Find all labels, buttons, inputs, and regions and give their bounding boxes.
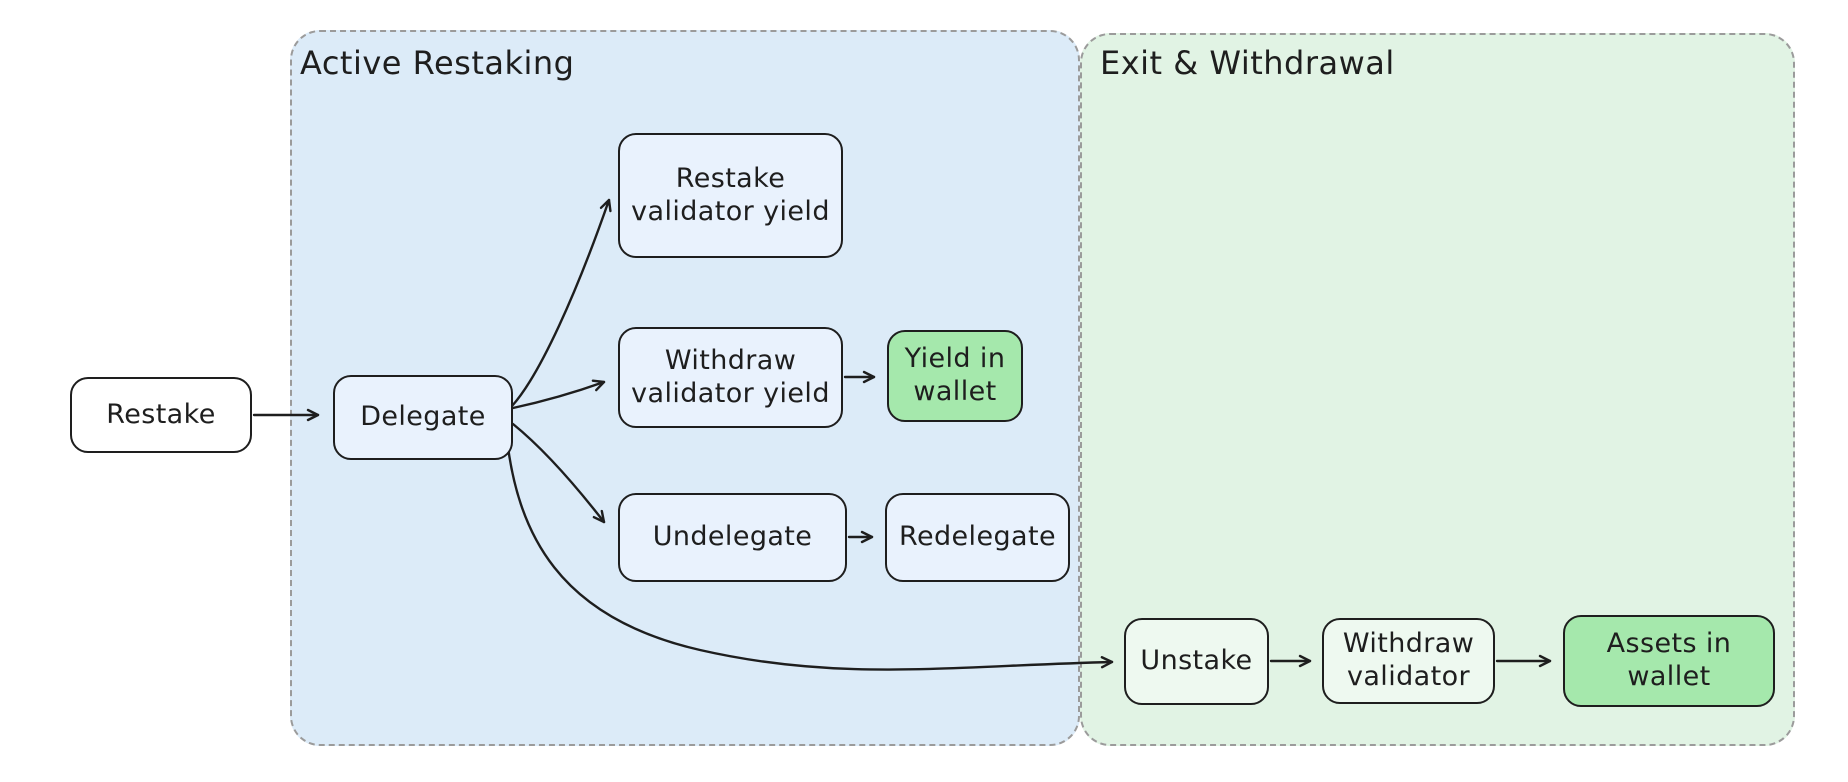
node-redelegate: Redelegate bbox=[885, 493, 1070, 582]
node-unstake: Unstake bbox=[1124, 618, 1269, 705]
node-delegate: Delegate bbox=[333, 375, 513, 460]
node-withdraw-validator: Withdraw validator bbox=[1322, 618, 1495, 704]
node-undelegate-label: Undelegate bbox=[652, 521, 813, 553]
node-restake: Restake bbox=[70, 377, 252, 453]
node-restake-validator-yield: Restake validator yield bbox=[618, 133, 843, 258]
node-assets-in-wallet: Assets in wallet bbox=[1563, 615, 1775, 707]
node-unstake-label: Unstake bbox=[1140, 645, 1253, 677]
section-label-exit-withdrawal: Exit & Withdrawal bbox=[1100, 44, 1395, 82]
node-withdraw-validator-yield: Withdraw validator yield bbox=[618, 327, 843, 428]
node-yield-in-wallet: Yield in wallet bbox=[887, 330, 1023, 422]
node-withdraw-validator-label: Withdraw validator bbox=[1342, 628, 1475, 692]
node-undelegate: Undelegate bbox=[618, 493, 847, 582]
node-withdraw-validator-yield-label: Withdraw validator yield bbox=[631, 344, 830, 409]
node-delegate-label: Delegate bbox=[360, 401, 486, 433]
node-yield-in-wallet-label: Yield in wallet bbox=[904, 343, 1006, 407]
node-redelegate-label: Redelegate bbox=[899, 521, 1056, 553]
node-restake-label: Restake bbox=[106, 398, 216, 430]
section-label-active-restaking: Active Restaking bbox=[300, 44, 575, 82]
node-assets-in-wallet-label: Assets in wallet bbox=[1606, 628, 1732, 692]
node-restake-validator-yield-label: Restake validator yield bbox=[631, 162, 830, 227]
